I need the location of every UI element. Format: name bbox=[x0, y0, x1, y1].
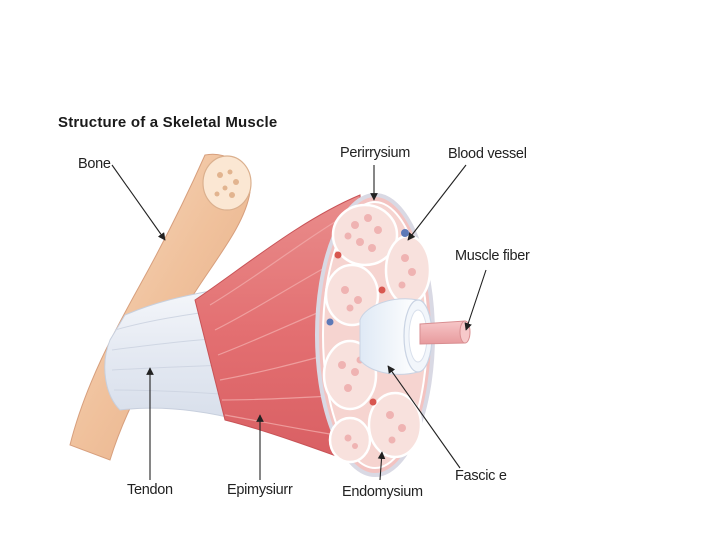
label-epimysium: Epimysiurr bbox=[227, 482, 293, 498]
label-endomysium: Endomysium bbox=[342, 484, 423, 500]
label-tendon: Tendon bbox=[127, 482, 173, 498]
muscle-fiber-leader bbox=[464, 269, 487, 331]
fascicle-core bbox=[359, 298, 433, 375]
blood-vessel-leader bbox=[407, 164, 467, 241]
muscle-fiber-strand bbox=[419, 320, 471, 345]
diagram-title: Structure of a Skeletal Muscle bbox=[58, 114, 278, 131]
endomysium-leader bbox=[377, 451, 386, 481]
label-muscle-fiber: Muscle fiber bbox=[455, 248, 530, 264]
label-perimysium: Perirrysium bbox=[340, 145, 411, 161]
label-bone: Bone bbox=[78, 156, 111, 172]
label-fascicle: Fascic e bbox=[455, 468, 507, 484]
label-blood-vessel: Blood vessel bbox=[448, 146, 527, 162]
bone-leader bbox=[111, 164, 166, 241]
fascicle-leader bbox=[387, 365, 461, 469]
